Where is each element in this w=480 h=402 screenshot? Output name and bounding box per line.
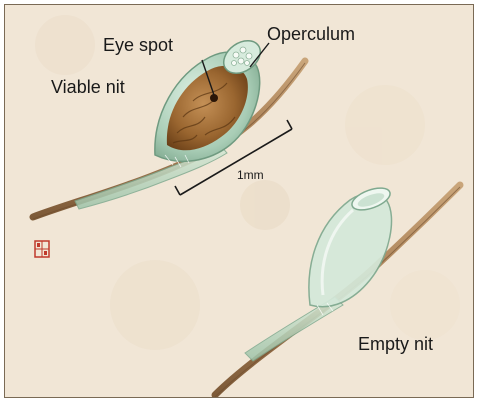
viable-nit-label: Viable nit xyxy=(51,77,125,98)
eye-spot-label: Eye spot xyxy=(103,35,173,56)
eye-spot xyxy=(210,94,218,102)
operculum-label: Operculum xyxy=(267,24,355,45)
illustration-frame: Eye spot Operculum Viable nit 1mm Empty … xyxy=(4,4,474,398)
scale-label: 1mm xyxy=(237,168,264,182)
empty-nit-label: Empty nit xyxy=(358,334,433,355)
